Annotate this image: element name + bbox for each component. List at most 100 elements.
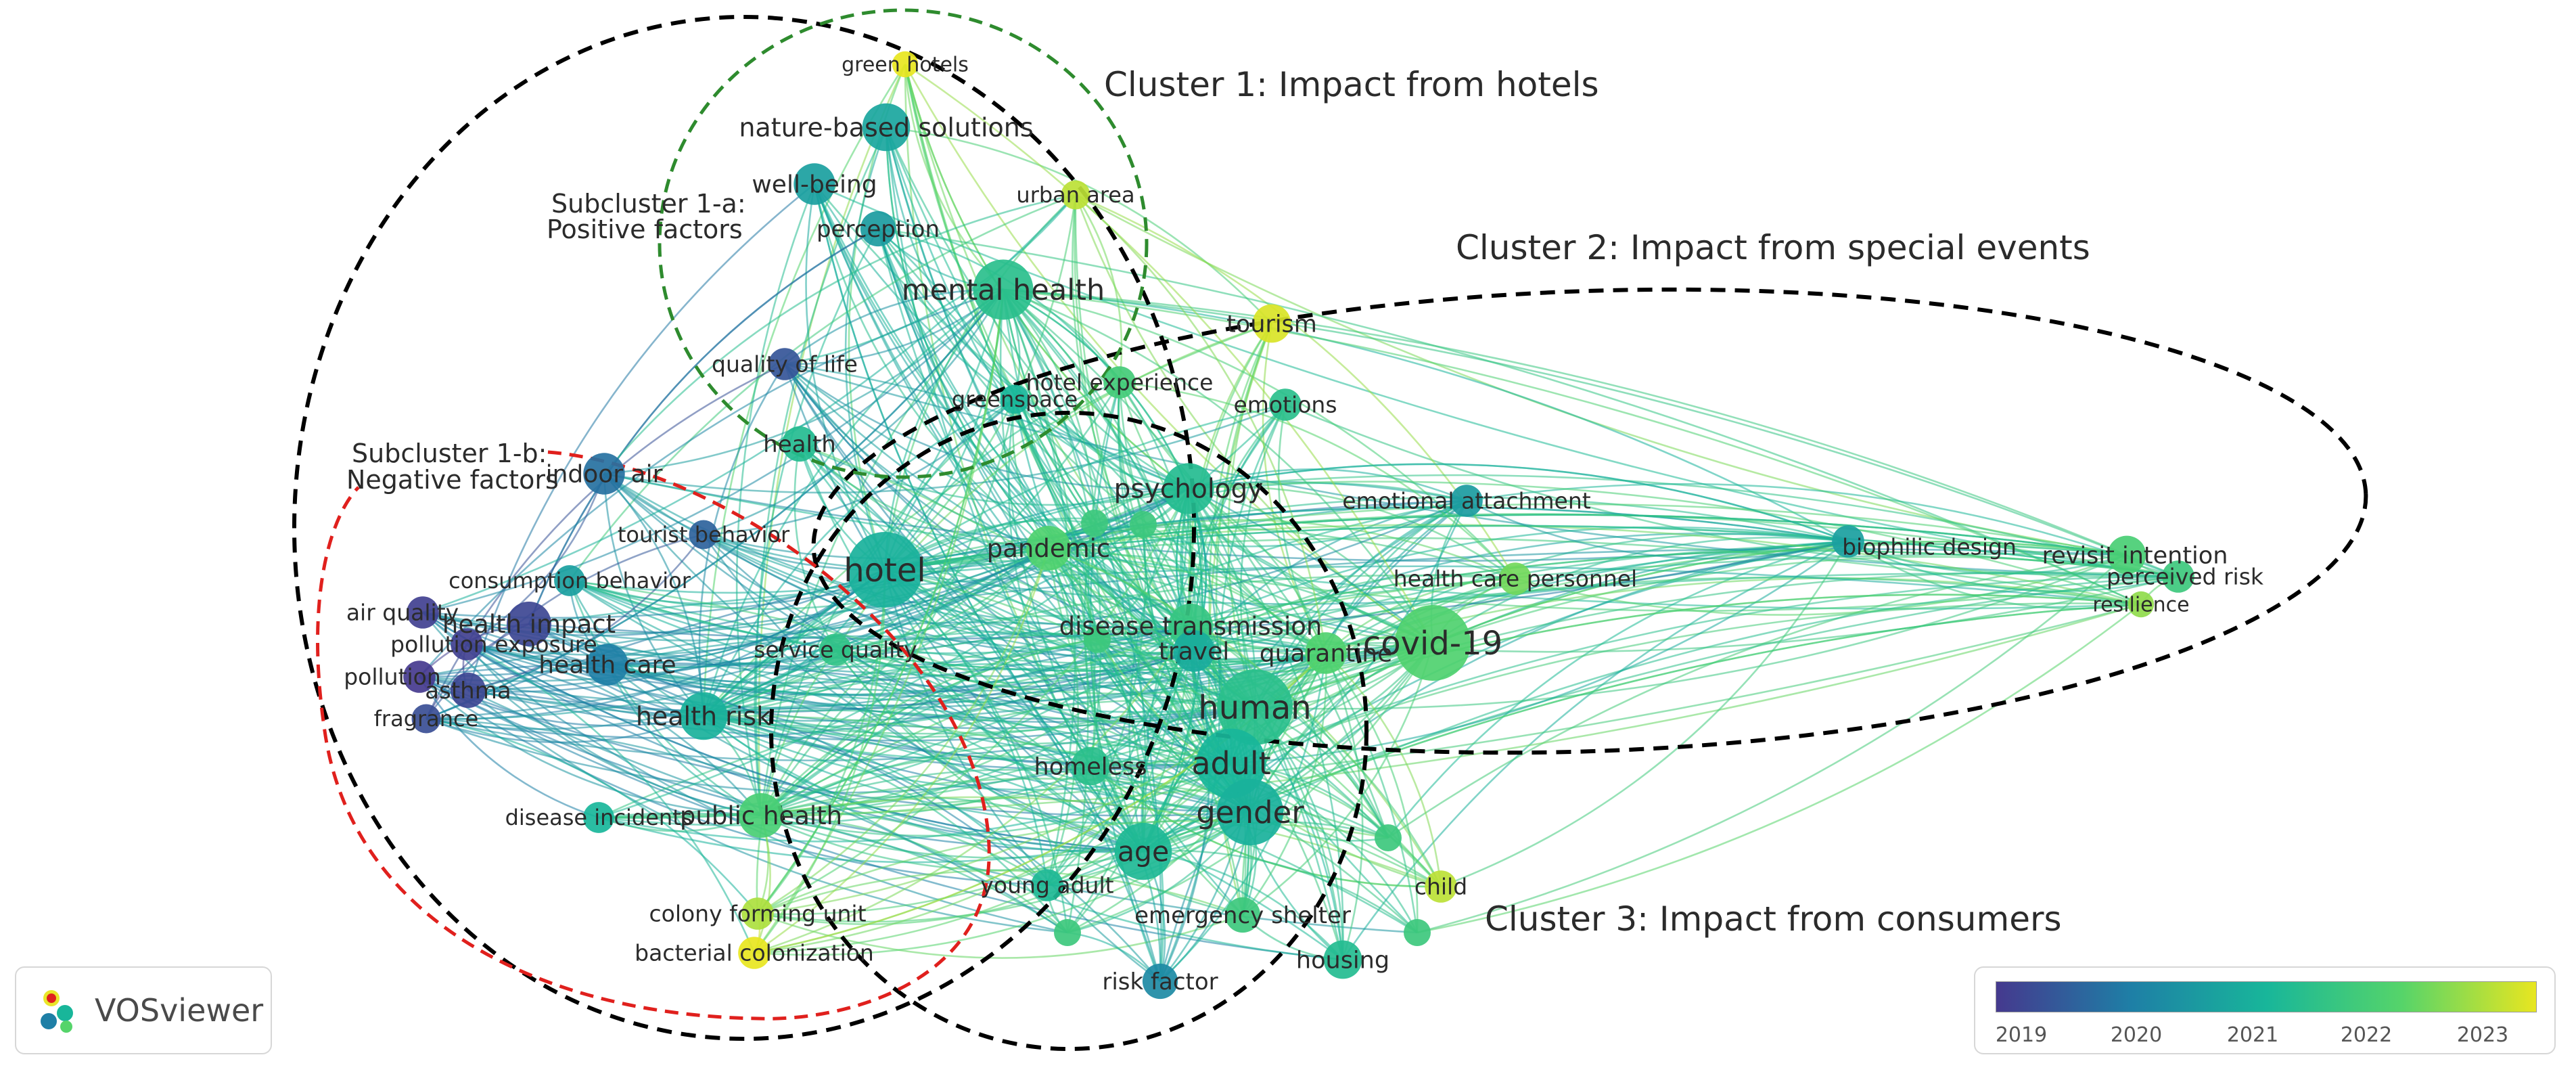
node-nature-based-solutions[interactable] xyxy=(862,103,911,152)
subcluster-1b-label-line2: Negative factors xyxy=(346,465,559,495)
vosviewer-brand-text: VOSviewer xyxy=(95,992,264,1029)
node-gender[interactable] xyxy=(1216,778,1284,846)
network-edge xyxy=(1188,487,1327,654)
node-risk-factor[interactable] xyxy=(1142,963,1178,1000)
node-unlabeled[interactable] xyxy=(1375,824,1402,851)
node-resilience[interactable] xyxy=(2128,591,2155,618)
network-edge xyxy=(1159,650,1210,982)
network-edge xyxy=(1003,289,1344,960)
node-emergency-shelter[interactable] xyxy=(1224,897,1261,933)
node-public-health[interactable] xyxy=(739,793,783,838)
node-label-public-health: public health xyxy=(680,801,842,830)
node-tourism[interactable] xyxy=(1252,304,1291,343)
node-label-gender: gender xyxy=(1196,795,1304,830)
network-edge xyxy=(757,569,886,914)
node-tourist-behavior[interactable] xyxy=(689,520,718,550)
network-edge xyxy=(885,127,1327,654)
node-biophilic-design[interactable] xyxy=(1832,525,1864,558)
network-edge xyxy=(467,183,815,691)
network-edge xyxy=(1230,602,2142,765)
node-label-biophilic-design: biophilic design xyxy=(1842,534,2017,560)
node-greenspace[interactable] xyxy=(1000,384,1030,414)
node-quarantine[interactable] xyxy=(1305,632,1347,674)
node-air-quality[interactable] xyxy=(407,596,439,629)
network-edge xyxy=(528,565,2142,625)
node-mental-health[interactable] xyxy=(973,259,1034,320)
node-health-impact[interactable] xyxy=(507,602,551,646)
node-bacterial-colonization[interactable] xyxy=(738,937,770,969)
node-service-quality[interactable] xyxy=(819,633,852,666)
node-label-perception: perception xyxy=(816,216,940,243)
node-colony-forming-unit[interactable] xyxy=(741,897,774,930)
legend-tick-2021: 2021 xyxy=(2226,1023,2279,1047)
node-green-hotels[interactable] xyxy=(892,51,919,78)
node-label-air-quality: air quality xyxy=(346,600,459,626)
network-edge xyxy=(1188,487,1434,644)
network-edge xyxy=(418,676,599,819)
node-indoor-air[interactable] xyxy=(583,453,625,495)
node-revisit-intention[interactable] xyxy=(2107,535,2146,575)
vosviewer-brand-box[interactable]: VOSviewer xyxy=(15,966,272,1054)
network-edge xyxy=(1143,500,1468,853)
node-human[interactable] xyxy=(1217,669,1293,745)
node-housing[interactable] xyxy=(1323,940,1362,979)
node-travel[interactable] xyxy=(1173,630,1215,672)
node-homeless[interactable] xyxy=(1071,746,1110,786)
node-unlabeled[interactable] xyxy=(1054,919,1081,946)
node-pollution-exposure[interactable] xyxy=(451,628,483,661)
network-edge xyxy=(1387,540,1849,838)
node-age[interactable] xyxy=(1114,822,1172,880)
network-edge xyxy=(1046,547,1080,886)
node-health[interactable] xyxy=(781,426,818,462)
network-edge xyxy=(760,811,1048,887)
node-label-service-quality: service quality xyxy=(754,637,917,663)
node-unlabeled[interactable] xyxy=(1130,511,1157,538)
node-label-mental-health: mental health xyxy=(902,273,1105,307)
network-edge xyxy=(568,194,1076,581)
network-edge xyxy=(784,194,1076,365)
node-emotions[interactable] xyxy=(1269,388,1302,421)
node-child[interactable] xyxy=(1425,870,1457,903)
node-fragrance[interactable] xyxy=(411,704,441,734)
node-perceived-risk[interactable] xyxy=(2162,560,2194,593)
network-edge xyxy=(703,709,1389,839)
node-pandemic[interactable] xyxy=(1026,526,1071,570)
node-emotional-attachment[interactable] xyxy=(1450,485,1483,517)
node-unlabeled[interactable] xyxy=(1084,626,1111,653)
node-health-care[interactable] xyxy=(586,644,628,686)
node-psychology[interactable] xyxy=(1163,463,1214,514)
node-label-age: age xyxy=(1118,835,1169,868)
network-edge xyxy=(1048,524,2142,606)
network-edge xyxy=(904,63,1434,644)
network-edge xyxy=(835,648,1418,933)
cluster-outline-layer xyxy=(292,8,2368,1051)
network-edge xyxy=(753,569,886,954)
network-edge xyxy=(702,288,1004,717)
node-urban-area[interactable] xyxy=(1061,180,1090,210)
node-hotel[interactable] xyxy=(847,532,923,608)
node-covid-19[interactable] xyxy=(1395,605,1471,681)
node-health-care-personnel[interactable] xyxy=(1499,562,1532,595)
network-edge xyxy=(1074,194,1123,383)
network-edge xyxy=(1046,575,2179,887)
node-unlabeled[interactable] xyxy=(1404,919,1431,946)
node-young-adult[interactable] xyxy=(1031,869,1063,901)
node-consumption-behavior[interactable] xyxy=(554,565,585,596)
node-hotel-experience[interactable] xyxy=(1103,366,1136,399)
cluster-2-outline xyxy=(811,287,2368,755)
node-quality-of-life[interactable] xyxy=(768,348,801,380)
node-asthma[interactable] xyxy=(450,672,486,709)
node-label-fragrance: fragrance xyxy=(374,706,479,732)
network-edge xyxy=(1440,541,1849,888)
network-edge xyxy=(1083,522,1145,852)
network-edge xyxy=(757,870,1243,916)
node-pollution[interactable] xyxy=(403,661,436,693)
node-disease-incidents[interactable] xyxy=(583,802,614,833)
node-well-being[interactable] xyxy=(794,163,835,205)
node-perception[interactable] xyxy=(860,210,896,247)
node-label-quarantine: quarantine xyxy=(1260,640,1393,668)
node-health-risk[interactable] xyxy=(679,692,728,740)
node-unlabeled[interactable] xyxy=(1081,510,1108,537)
